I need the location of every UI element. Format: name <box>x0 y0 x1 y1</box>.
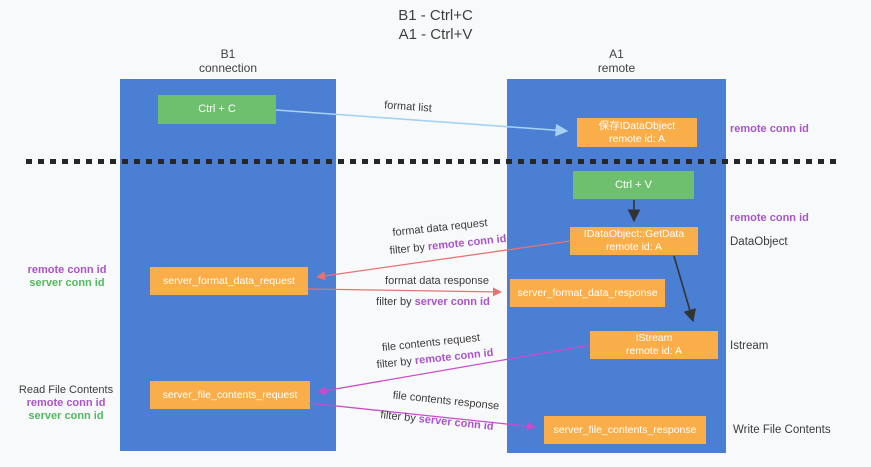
file-contents-response-label: file contents response <box>392 389 500 413</box>
remote-conn-id-annotation-top: remote conn id <box>730 123 809 135</box>
lifeline-b1-name: B1 <box>220 47 236 61</box>
server-format-data-request-box: server_format_data_request <box>150 267 308 295</box>
server-file-contents-response-label: server_file_contents_response <box>553 423 697 436</box>
ctrl-c-box: Ctrl + C <box>158 95 276 124</box>
filter-by-text: filter by <box>379 409 417 425</box>
save-dataobject-line2: remote id: A <box>608 132 666 145</box>
read-file-contents-annotation: Read File Contents <box>18 384 114 396</box>
istream-line2: remote id: A <box>625 345 683 357</box>
getdata-line1: IDataObject::GetData <box>583 228 685 240</box>
server-conn-id-annotation: server conn id <box>29 277 105 289</box>
phase-separator-dashed-line <box>26 159 838 164</box>
istream-line1: IStream <box>635 332 673 344</box>
title-line-2: A1 - Ctrl+V <box>398 26 473 43</box>
dataobject-annotation: DataObject <box>730 236 788 248</box>
format-data-response-label: format data response <box>385 275 489 287</box>
filter-by-text: filter by <box>376 296 412 308</box>
lifeline-a1-name: A1 <box>609 47 624 61</box>
server-conn-id-key: server conn id <box>414 296 490 308</box>
lifeline-a1-role: remote <box>597 61 636 75</box>
server-file-contents-response-box: server_file_contents_response <box>544 416 706 444</box>
save-dataobject-line1: 保存IDataObject <box>598 119 676 132</box>
server-format-data-request-label: server_format_data_request <box>163 274 295 287</box>
left-read-file-annotation-block: Read File Contents remote conn id server… <box>12 384 120 423</box>
server-file-contents-request-label: server_file_contents_request <box>162 388 298 401</box>
arrow-format-data-response <box>307 287 502 297</box>
server-conn-id-key: server conn id <box>418 413 495 433</box>
write-file-contents-annotation: Write File Contents <box>733 424 831 436</box>
remote-conn-id-annotation: remote conn id <box>27 264 107 276</box>
format-list-label: format list <box>383 99 433 115</box>
server-file-contents-request-box: server_file_contents_request <box>150 381 310 409</box>
save-dataobject-box: 保存IDataObject remote id: A <box>577 118 697 147</box>
getdata-line2: remote id: A <box>605 241 663 253</box>
left-conn-id-annotation-top: remote conn id server conn id <box>16 264 118 290</box>
ctrl-v-box: Ctrl + V <box>573 171 694 199</box>
ctrl-c-label: Ctrl + C <box>198 103 236 115</box>
remote-conn-id-key: remote conn id <box>414 346 494 368</box>
diagram-title: B1 - Ctrl+C A1 - Ctrl+V <box>0 6 871 44</box>
server-conn-id-annotation: server conn id <box>28 410 104 422</box>
remote-conn-id-key: remote conn id <box>427 232 507 254</box>
istream-annotation: Istream <box>730 340 769 352</box>
filter-by-text: filter by <box>389 241 426 258</box>
remote-conn-id-annotation: remote conn id <box>26 397 106 409</box>
getdata-box: IDataObject::GetData remote id: A <box>570 227 698 255</box>
lifeline-header-b1: B1 connection <box>120 47 336 75</box>
server-format-data-response-box: server_format_data_response <box>510 279 665 307</box>
lifeline-header-a1: A1 remote <box>507 47 726 75</box>
filter-by-text: filter by <box>376 355 413 372</box>
server-format-data-response-label: server_format_data_response <box>517 286 658 299</box>
lifeline-b1-role: connection <box>198 61 258 75</box>
title-line-1: B1 - Ctrl+C <box>398 7 473 24</box>
ctrl-v-label: Ctrl + V <box>615 178 652 191</box>
remote-conn-id-annotation-mid: remote conn id <box>730 212 809 224</box>
istream-box: IStream remote id: A <box>590 331 718 359</box>
